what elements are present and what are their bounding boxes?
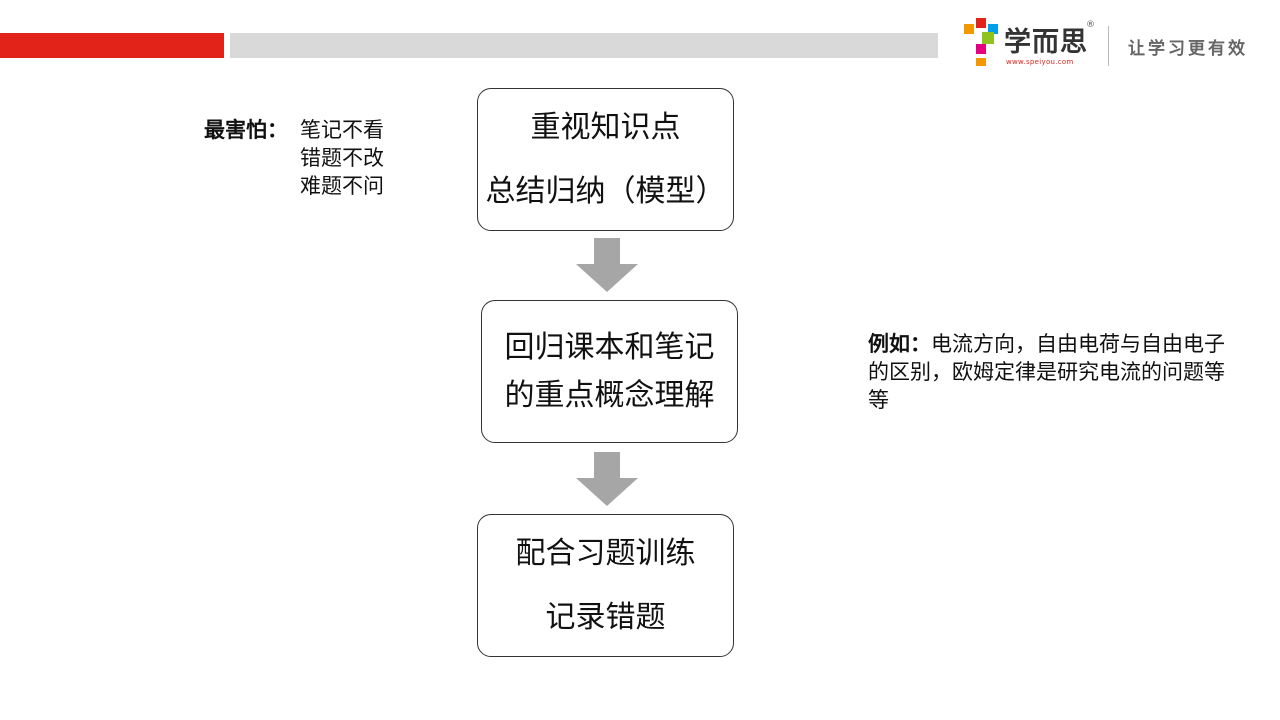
fear-note: 最害怕： 笔记不看 错题不改 难题不问: [204, 116, 384, 200]
brand-name: 学而思: [1004, 27, 1088, 58]
flow-step-line: 总结归纳（模型）: [485, 173, 726, 209]
brand-slogan: 让学习更有效: [1128, 39, 1248, 59]
brand-url: www.speiyou.com: [1006, 58, 1074, 66]
logo-divider: [1108, 26, 1109, 66]
brand-logo: 学而思 ® www.speiyou.com 让学习更有效: [962, 14, 1262, 70]
fear-note-line: 难题不问: [300, 174, 384, 198]
fear-note-line: 笔记不看: [300, 118, 384, 142]
registered-mark: ®: [1086, 20, 1095, 30]
flow-step-line: 的重点概念理解: [504, 377, 715, 413]
down-arrow-icon: [576, 238, 638, 292]
header-gray-bar: [230, 33, 938, 58]
flow-step-practice: 配合习题训练 记录错题: [477, 514, 734, 657]
fear-note-line: 错题不改: [300, 146, 384, 170]
example-note: 例如：电流方向，自由电荷与自由电子的区别，欧姆定律是研究电流的问题等等: [868, 330, 1238, 414]
brand-mark-icon: [964, 18, 998, 66]
fear-note-keyword: 最害怕：: [204, 118, 288, 142]
example-note-keyword: 例如：: [868, 332, 931, 356]
flow-step-review: 回归课本和笔记 的重点概念理解: [481, 300, 738, 443]
down-arrow-icon: [576, 452, 638, 506]
flow-step-line: 配合习题训练: [515, 535, 696, 571]
header-red-bar: [0, 33, 224, 58]
flow-step-knowledge: 重视知识点 总结归纳（模型）: [477, 88, 734, 231]
flow-step-line: 记录错题: [545, 599, 666, 635]
flow-step-line: 重视知识点: [530, 109, 681, 145]
example-note-text: 电流方向，自由电荷与自由电子的区别，欧姆定律是研究电流的问题等等: [868, 332, 1225, 412]
flow-step-line: 回归课本和笔记: [504, 329, 715, 365]
